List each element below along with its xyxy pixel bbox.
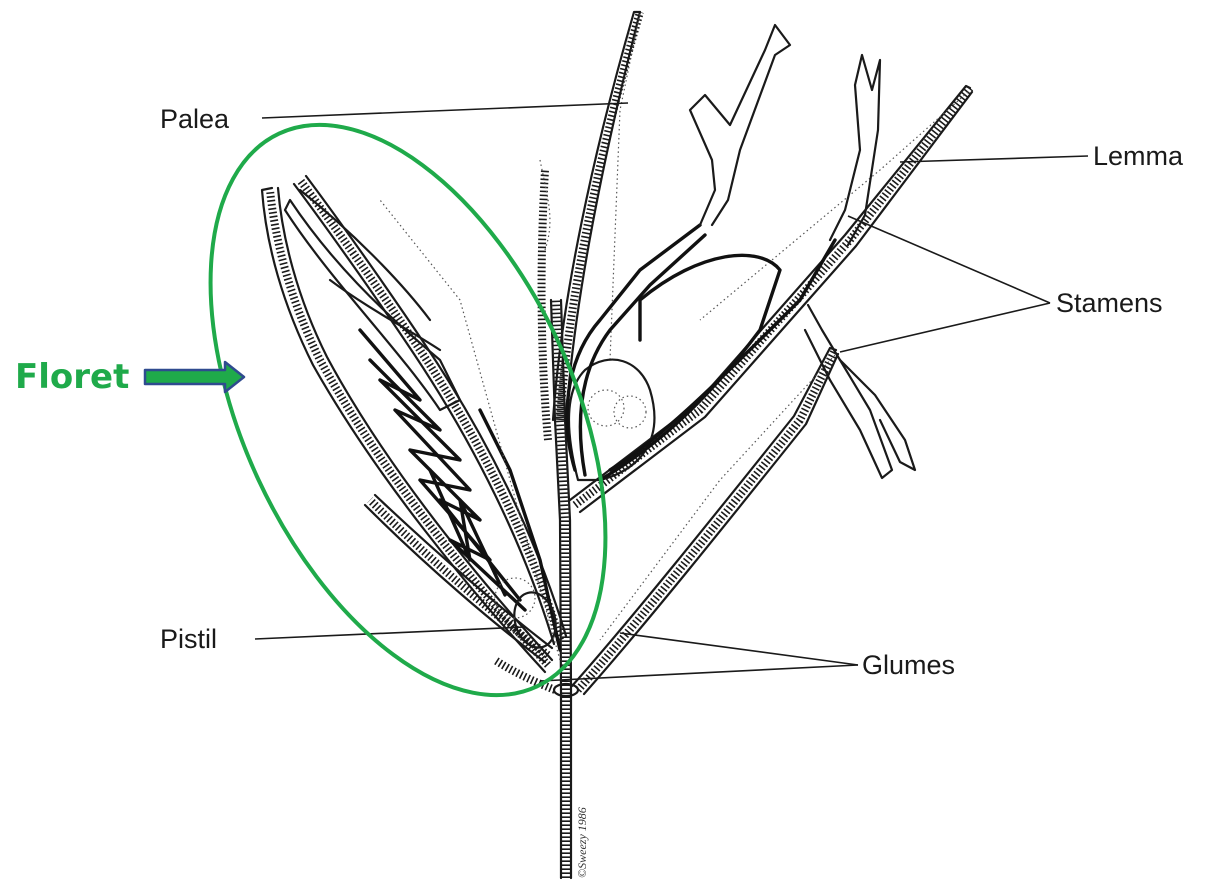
stamens-leader-1	[848, 216, 1050, 303]
pistil-label: Pistil	[160, 624, 217, 654]
artist-signature: ©Sweezy 1986	[575, 807, 589, 878]
palea-label: Palea	[160, 104, 230, 134]
lemma-label: Lemma	[1093, 141, 1184, 171]
leader-lines	[255, 103, 1088, 681]
pistil-leader	[255, 627, 525, 639]
glumes-label: Glumes	[862, 650, 955, 680]
glumes-leader-1	[620, 633, 858, 665]
stamens-label: Stamens	[1056, 288, 1163, 318]
palea-leader	[262, 103, 628, 118]
stamens-leader-2	[840, 303, 1050, 352]
floret-arrow-icon	[145, 362, 244, 392]
floret-label: Floret	[15, 357, 129, 397]
palea-bract	[540, 12, 640, 440]
left-floret	[262, 176, 566, 672]
lemma-leader	[900, 156, 1088, 162]
